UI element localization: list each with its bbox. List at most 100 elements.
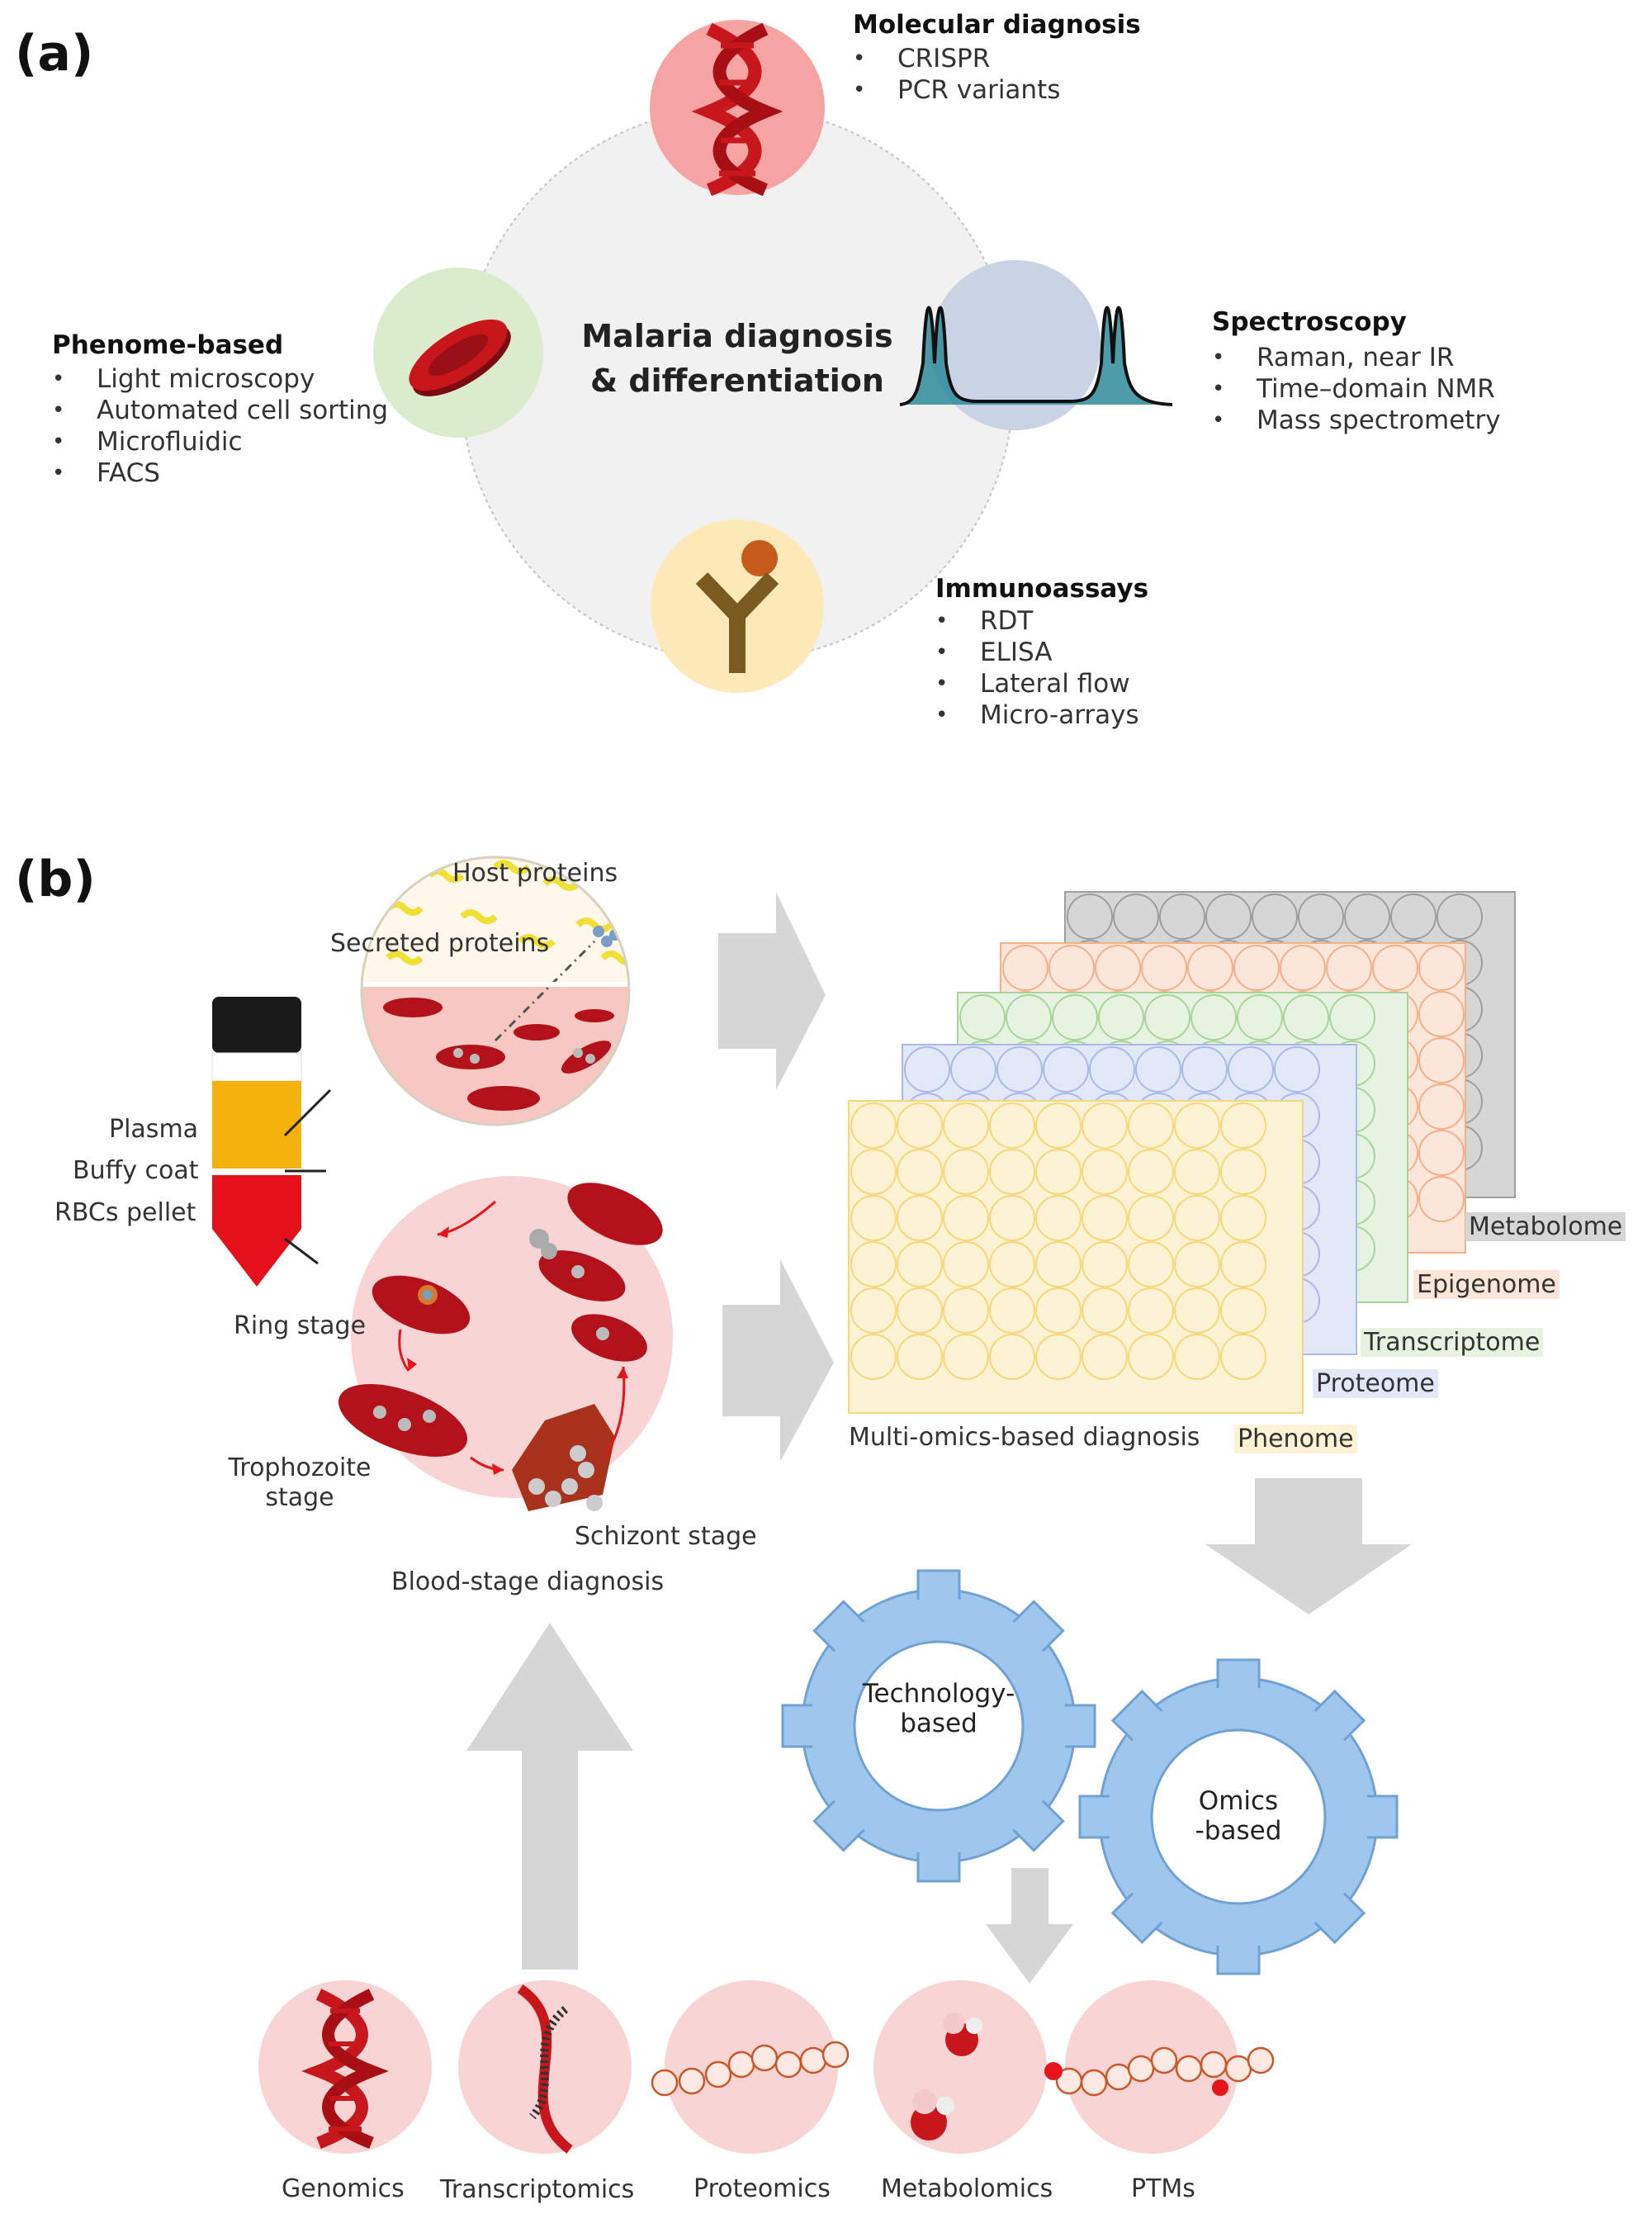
layer-label-proteome: Proteome [1313, 1369, 1438, 1398]
layer-well [1418, 1083, 1465, 1130]
phenome-list: Light microscopy Automated cell sorting … [52, 363, 388, 489]
list-item: Lateral flow [935, 668, 1148, 699]
technology-line-1: Technology- [862, 1679, 1015, 1709]
center-title-line-2: & differentiation [590, 363, 884, 399]
list-item: PCR variants [853, 74, 1141, 106]
phenome-title: Phenome-based [52, 330, 284, 360]
peptide-chain-icon [651, 2041, 850, 2097]
layer-well [1128, 1149, 1174, 1195]
layer-well [1174, 1287, 1220, 1334]
layer-well [1437, 894, 1483, 940]
layer-well [989, 1241, 1035, 1287]
layer-well [1205, 894, 1252, 940]
omics-gear-label: Omics -based [1156, 1786, 1321, 1846]
molecule-icon [911, 2013, 982, 2141]
list-item: RDT [935, 605, 1148, 637]
layer-well [1082, 1287, 1128, 1334]
layer-well [1220, 1149, 1266, 1195]
layer-well [1128, 1195, 1174, 1241]
layer-well [1002, 945, 1048, 991]
layer-plate [848, 1100, 1304, 1414]
layer-well [1035, 1334, 1082, 1380]
layer-well [989, 1102, 1035, 1149]
immunoassays-list: RDT ELISA Lateral flow Micro-arrays [935, 605, 1148, 731]
layer-well [1329, 994, 1375, 1041]
spectroscopy-block: Spectroscopy Raman, near IR Time–domain … [1212, 307, 1501, 436]
layer-well [1233, 945, 1280, 991]
layer-well [1082, 1102, 1128, 1149]
layer-well [959, 994, 1006, 1041]
layer-well [1082, 1149, 1128, 1195]
layer-well [943, 1102, 989, 1149]
layer-well [1174, 1334, 1220, 1380]
list-item: Light microscopy [52, 363, 388, 395]
technology-gear [781, 1569, 1096, 1883]
arrow-down-small [986, 1868, 1073, 1984]
arrow-right-top [718, 892, 826, 1090]
molecular-circle [650, 20, 825, 195]
panel-b-label: (b) [15, 851, 96, 908]
layer-well [850, 1241, 897, 1287]
layer-well [897, 1195, 943, 1241]
layer-well [1159, 894, 1205, 940]
layer-well [1190, 994, 1237, 1041]
rbc-pellet-label: RBCs pellet [54, 1198, 196, 1227]
genomics-label: Genomics [282, 2174, 405, 2203]
layer-well [1283, 994, 1329, 1041]
layer-well [1220, 1241, 1266, 1287]
list-item: Microfluidic [52, 426, 388, 457]
buffy-coat-label: Buffy coat [73, 1156, 199, 1185]
plasma-label: Plasma [109, 1115, 199, 1144]
layer-well [1280, 945, 1326, 991]
list-item: FACS [52, 457, 388, 489]
layer-well [1220, 1195, 1266, 1241]
schizont-stage-label: Schizont stage [575, 1522, 757, 1551]
layer-well [1418, 991, 1465, 1037]
layer-well [1344, 894, 1390, 940]
molecular-diagnosis-block: Molecular diagnosis CRISPR PCR variants [853, 10, 1141, 106]
layer-phenome [848, 1100, 1304, 1414]
layer-well [1418, 1037, 1465, 1083]
layer-well [1181, 1046, 1228, 1093]
omics-layer-stack [848, 891, 1516, 1414]
layer-well [897, 1334, 943, 1380]
spectroscopy-list: Raman, near IR Time–domain NMR Mass spec… [1212, 342, 1501, 436]
layer-well [1082, 1241, 1128, 1287]
layer-well [943, 1149, 989, 1195]
layer-well [1187, 945, 1233, 991]
layer-well [1237, 994, 1283, 1041]
technology-line-2: based [900, 1709, 977, 1738]
secreted-proteins-label: Secreted proteins [330, 929, 550, 958]
center-title: Malaria diagnosis & differentiation [523, 314, 952, 403]
layer-well [1418, 1130, 1465, 1176]
layer-well [1298, 894, 1344, 940]
center-title-line-1: Malaria diagnosis [581, 318, 893, 354]
spectroscopy-circle [930, 260, 1101, 430]
layer-well [989, 1195, 1035, 1241]
layer-well [1128, 1102, 1174, 1149]
layer-well [897, 1102, 943, 1149]
layer-label-transcriptome: Transcriptome [1361, 1328, 1544, 1357]
rbc-icon [409, 319, 511, 396]
layer-well [1035, 1241, 1082, 1287]
blood-stage-circle [338, 1176, 673, 1511]
genomics-dna-icon [301, 1989, 389, 2149]
layer-well [1095, 945, 1141, 991]
layer-well [1113, 894, 1159, 940]
blood-stage-label: Blood-stage diagnosis [391, 1567, 665, 1596]
layer-well [950, 1046, 996, 1093]
layer-well [1144, 994, 1190, 1041]
layer-well [1067, 894, 1113, 940]
layer-well [1174, 1149, 1220, 1195]
layer-well [850, 1287, 897, 1334]
layer-well [1098, 994, 1144, 1041]
layer-well [1174, 1195, 1220, 1241]
layer-well [1418, 1176, 1465, 1222]
layer-label-epigenome: Epigenome [1413, 1270, 1560, 1299]
antibody-icon [695, 540, 779, 673]
list-item: CRISPR [853, 43, 1141, 74]
layer-well [1174, 1102, 1220, 1149]
layer-well [1043, 1046, 1089, 1093]
layer-well [1048, 945, 1095, 991]
omics-icon-row [258, 1980, 1275, 2154]
